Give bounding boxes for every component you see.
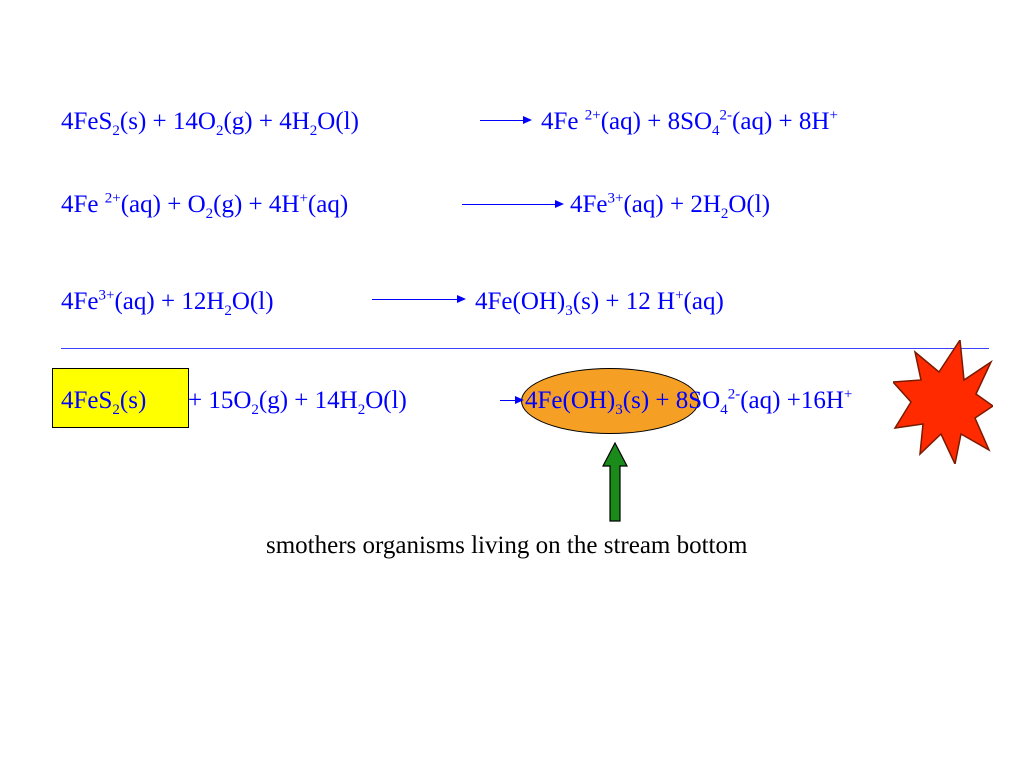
- eq2-sup: 3+: [607, 190, 624, 207]
- eq1-sub: 2: [309, 123, 318, 139]
- eq4-text: (s): [119, 387, 147, 414]
- eq4-text: (s): [622, 387, 650, 414]
- right-arrow-icon: [480, 115, 532, 124]
- eq4-text: 4Fe(OH): [525, 387, 616, 414]
- eq4-text: 16H: [800, 387, 844, 414]
- eq3-text: O(l): [231, 288, 274, 315]
- eq3-text: 4Fe: [61, 288, 99, 315]
- equation-net-reactants: + 15O2(g) + 14H2O(l): [188, 386, 407, 418]
- eq1-sub: 4: [712, 123, 720, 139]
- eq4-text: + 8SO: [649, 387, 721, 414]
- eq4-text: (aq) +: [740, 387, 801, 414]
- sum-divider-line: [61, 348, 989, 349]
- eq3-sup: 3+: [98, 287, 115, 304]
- eq3-text: (aq) + 12H: [114, 288, 225, 315]
- burst-shape: [893, 340, 993, 464]
- iron-hydroxide-highlight-oval: [521, 368, 699, 434]
- eq2-sup: 2+: [104, 190, 121, 207]
- eq3-text: (aq): [683, 288, 724, 315]
- right-arrow-icon: [500, 395, 524, 404]
- eq1-sub: 2: [112, 123, 120, 139]
- right-arrow-icon: [462, 199, 564, 208]
- eq3-sub: 3: [565, 303, 573, 319]
- equation-net-products: 4Fe(OH)3(s) + 8SO42-(aq) +16H+: [525, 386, 853, 418]
- eq1-sup: +: [829, 107, 838, 124]
- eq4-sub: 2: [251, 402, 259, 418]
- eq1-sup: 2-: [719, 107, 733, 124]
- fes2-highlight-box: [52, 368, 189, 428]
- eq2-text: (aq) + 2H: [623, 191, 721, 218]
- eq4-text: (g) + 14H: [258, 387, 358, 414]
- eq4-text: O(l): [365, 387, 407, 414]
- eq4-text: 4FeS: [61, 387, 113, 414]
- equation-2-reactants: 4Fe 2+(aq) + O2(g) + 4H+(aq): [61, 190, 349, 222]
- eq1-text: (aq) + 8SO: [600, 108, 713, 135]
- eq2-sub: 2: [720, 206, 729, 222]
- eq1-text: (g) + 4H: [223, 108, 310, 135]
- eq1-text: (s) + 14O: [119, 108, 216, 135]
- eq1-sup: 2+: [584, 107, 601, 124]
- eq3-text: (s) + 12 H: [572, 288, 676, 315]
- eq2-text: (g) + 4H: [213, 191, 300, 218]
- eq2-text: (aq) + O: [120, 191, 206, 218]
- eq4-sub: 4: [720, 402, 728, 418]
- up-arrow-shape: [602, 442, 628, 522]
- eq1-text: 4FeS: [61, 108, 113, 135]
- equation-3-products: 4Fe(OH)3(s) + 12 H+(aq): [475, 287, 724, 319]
- eq2-text: 4Fe: [570, 191, 608, 218]
- up-arrow-icon: [602, 442, 628, 522]
- equation-2-products: 4Fe3+(aq) + 2H2O(l): [570, 190, 771, 222]
- eq1-text: O(l): [317, 108, 359, 135]
- eq3-sup: +: [675, 287, 684, 304]
- eq1-text: 4Fe: [541, 108, 585, 135]
- eq4-sub: 3: [615, 402, 623, 418]
- eq2-sup: +: [299, 190, 308, 207]
- eq3-text: 4Fe(OH): [475, 288, 566, 315]
- equation-1-products: 4Fe 2+(aq) + 8SO42-(aq) + 8H+: [541, 107, 838, 139]
- eq2-text: O(l): [728, 191, 771, 218]
- eq2-text: (aq): [307, 191, 349, 218]
- eq3-sub: 2: [224, 303, 232, 319]
- equation-3-reactants: 4Fe3+(aq) + 12H2O(l): [61, 287, 274, 319]
- eq2-text: 4Fe: [61, 191, 105, 218]
- eq4-sub: 2: [112, 402, 120, 418]
- eq4-text: + 15O: [188, 387, 252, 414]
- eq2-sub: 2: [205, 206, 214, 222]
- eq1-text: (aq) + 8H: [732, 108, 830, 135]
- explosion-burst-icon: [893, 340, 993, 464]
- smothers-caption: smothers organisms living on the stream …: [266, 532, 748, 559]
- equation-net: 4FeS2(s): [61, 386, 147, 418]
- equation-1-reactants: 4FeS2(s) + 14O2(g) + 4H2O(l): [61, 107, 359, 139]
- eq4-sup: 2-: [727, 386, 741, 403]
- right-arrow-icon: [372, 294, 466, 303]
- eq1-sub: 2: [215, 123, 224, 139]
- eq4-sup: +: [843, 386, 853, 403]
- eq4-sub: 2: [357, 402, 366, 418]
